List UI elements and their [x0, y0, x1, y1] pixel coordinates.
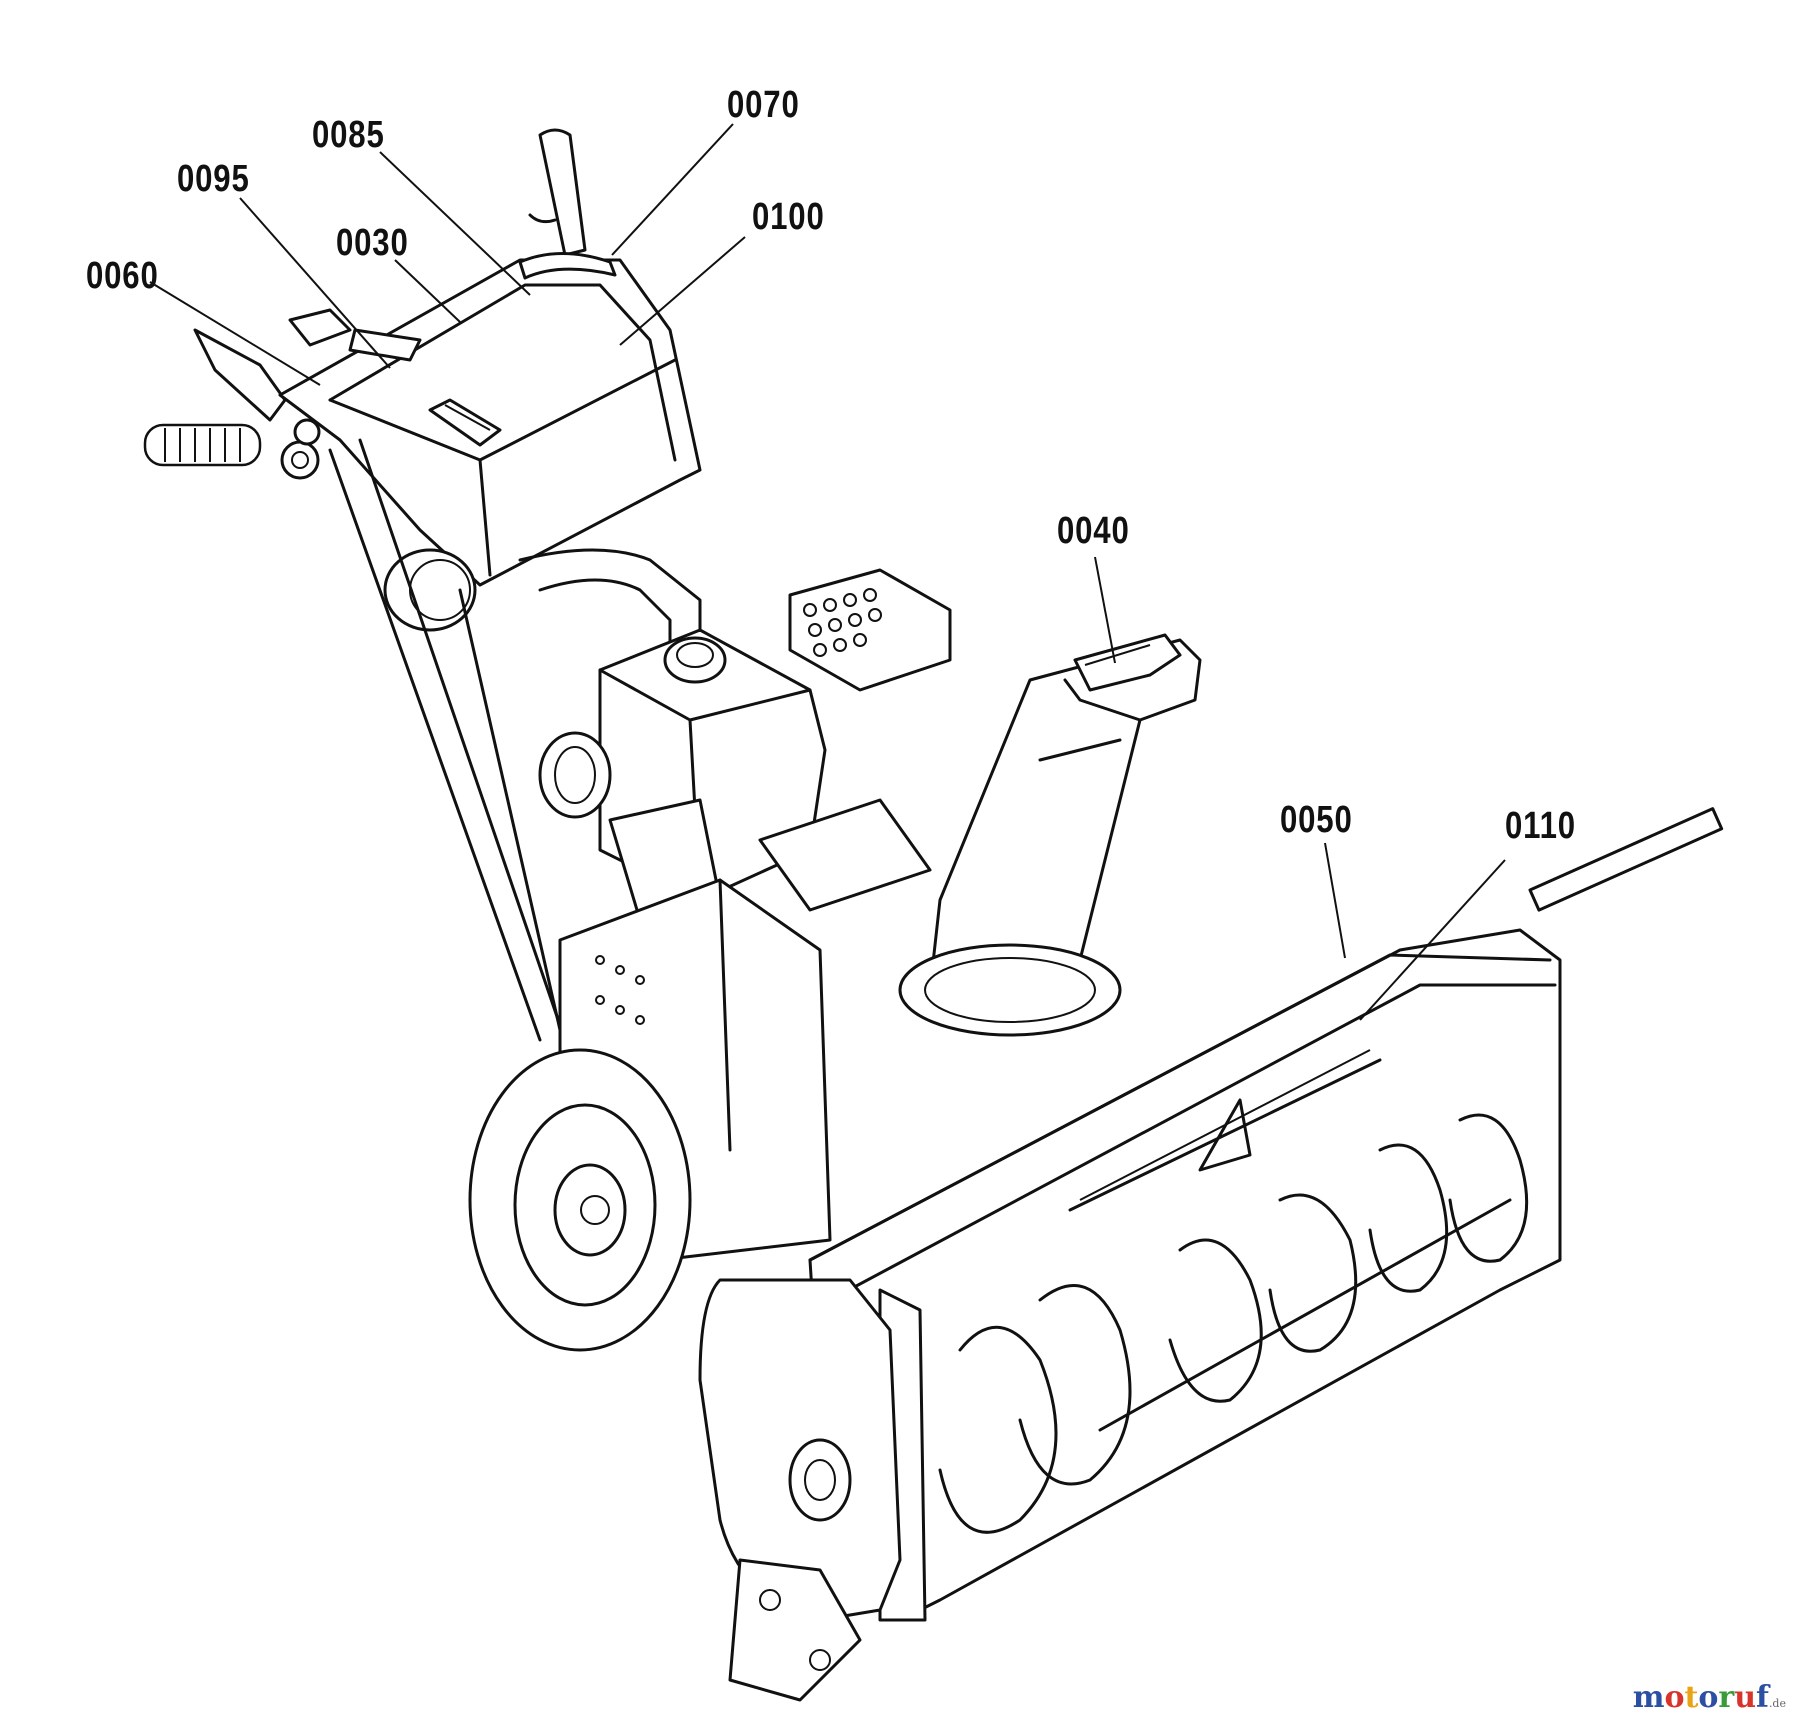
- callout-0060: 0060: [86, 255, 159, 297]
- callout-0110: 0110: [1505, 805, 1576, 847]
- engine: [538, 568, 952, 922]
- callout-0100: 0100: [752, 196, 825, 238]
- callout-0070: 0070: [727, 84, 800, 126]
- headlight: [383, 548, 477, 632]
- watermark-suffix: .de: [1768, 1697, 1786, 1710]
- callout-0050: 0050: [1280, 799, 1353, 841]
- callout-0040: 0040: [1057, 510, 1130, 552]
- augers: [938, 1113, 1529, 1534]
- dashboard-panel: [278, 252, 702, 587]
- motoruf-watermark: motoruf.de: [1633, 1680, 1786, 1715]
- frame-tubes: [328, 438, 702, 1042]
- callout-0095: 0095: [177, 158, 250, 200]
- skid-shoe: [698, 1278, 902, 1702]
- wheel: [468, 1048, 692, 1352]
- handle-assembly: [143, 128, 587, 480]
- callout-0085: 0085: [312, 114, 385, 156]
- callout-0030: 0030: [336, 222, 409, 264]
- discharge-chute: [898, 633, 1202, 1037]
- watermark-text: motoruf: [1632, 1680, 1769, 1715]
- callout-leaders: [149, 123, 1506, 1021]
